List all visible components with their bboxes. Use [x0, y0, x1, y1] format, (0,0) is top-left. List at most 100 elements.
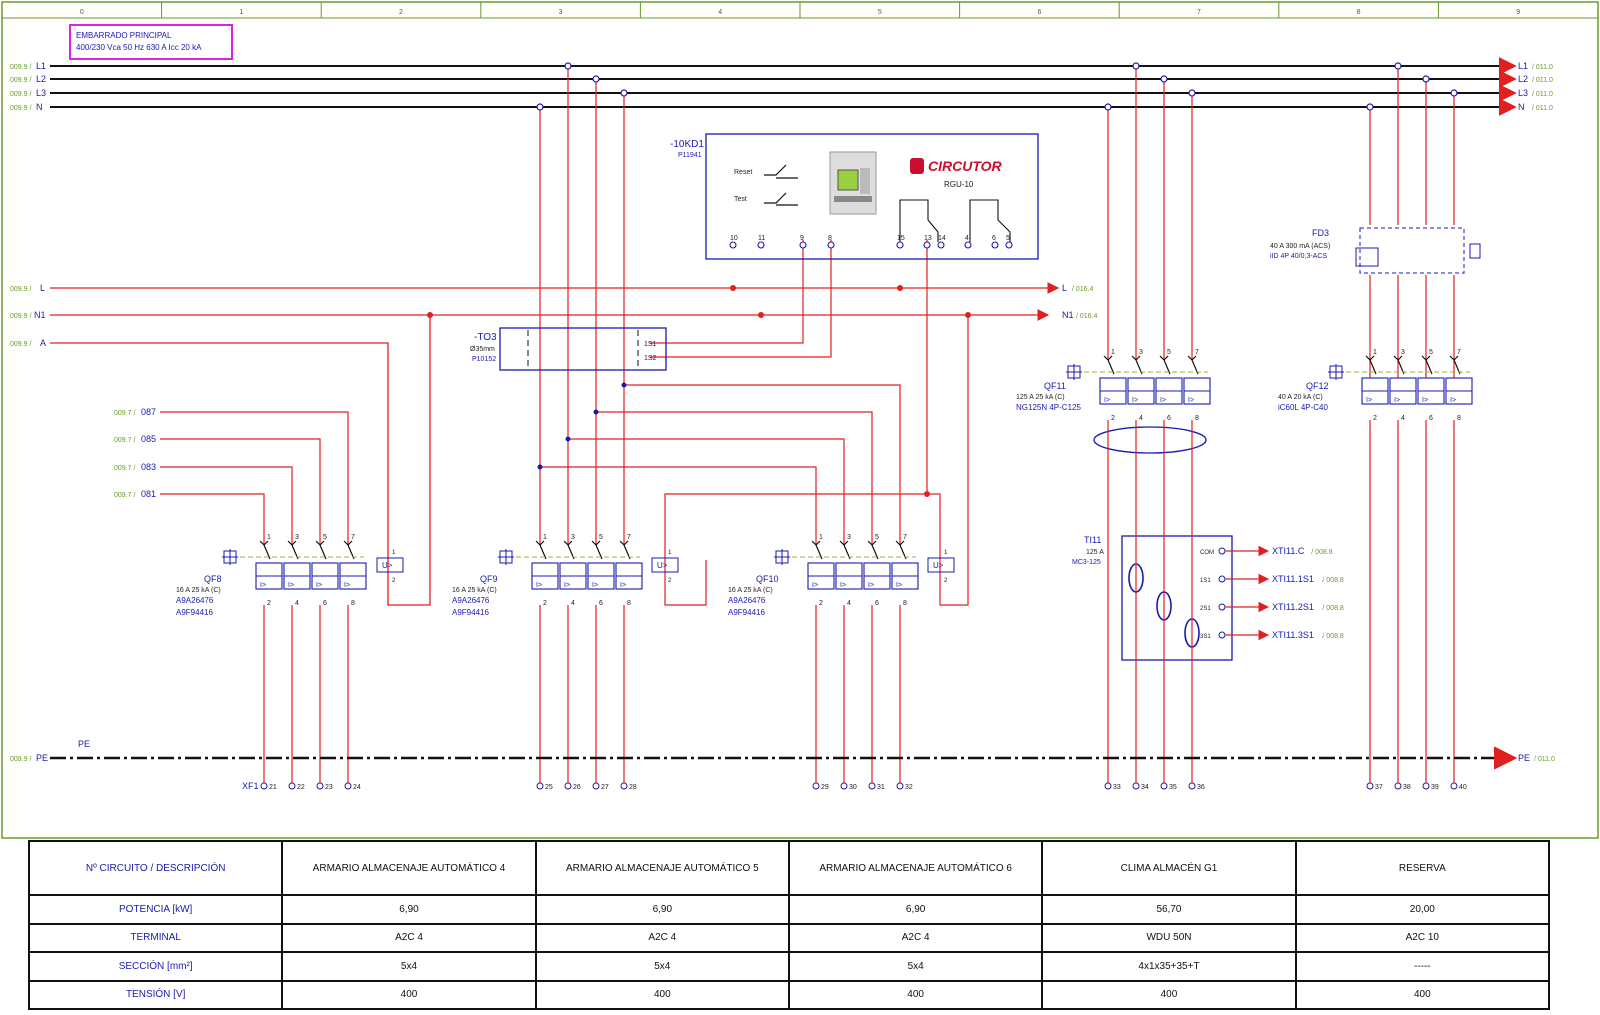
pole-number: 1 [543, 534, 547, 541]
pole-number: 7 [1195, 349, 1199, 356]
pole-number: 5 [1167, 349, 1171, 356]
svg-text:009.9 /: 009.9 / [10, 105, 31, 112]
svg-text:L3: L3 [1518, 88, 1528, 98]
terminal [1160, 782, 1168, 790]
svg-text:I>: I> [1394, 397, 1400, 404]
busbar-note: EMBARRADO PRINCIPAL 400/230 Vca 50 Hz 63… [69, 24, 233, 60]
svg-text:I>: I> [1160, 397, 1166, 404]
svg-text:/ 016.4: / 016.4 [1076, 313, 1098, 320]
breaker-rating: 16 A 25 kA (C) [176, 587, 221, 594]
circuit-table: Nº CIRCUITO / DESCRIPCIÓN ARMARIO ALMACE… [27, 840, 1551, 1010]
relay-device-image [829, 151, 877, 215]
svg-text:PE: PE [36, 753, 48, 763]
column-number: 9 [1516, 9, 1520, 16]
busbar-taps [536, 62, 1458, 111]
pole-number: 4 [1401, 415, 1405, 422]
svg-text:I>: I> [260, 582, 266, 589]
terminal-number: 39 [1431, 784, 1439, 791]
terminal-number: 36 [1197, 784, 1205, 791]
terminal-number: 28 [629, 784, 637, 791]
svg-text:1: 1 [392, 550, 396, 556]
breaker-ref: A9A26476 [728, 596, 766, 605]
control-line-l: 009.9 / L L / 016.4 [10, 282, 1094, 294]
svg-text:L: L [40, 283, 45, 293]
busbar-n: 009.9 / N N / 011.0 [10, 98, 1553, 116]
column-number: 0 [80, 9, 84, 16]
breaker-rating: 16 A 25 kA (C) [452, 587, 497, 594]
svg-text:087: 087 [141, 407, 156, 417]
svg-text:I>: I> [1188, 397, 1194, 404]
terminal [1450, 782, 1458, 790]
busbar-l3: 009.9 / L3 L3 / 011.0 [10, 84, 1553, 102]
terminal-number: 35 [1169, 784, 1177, 791]
column-number: 8 [1357, 9, 1361, 16]
table-cell: 4x1x35+35+T [1041, 951, 1297, 982]
table-cell: POTENCIA [kW] [27, 894, 284, 925]
table-cell: 400 [787, 979, 1044, 1010]
table-cell: 6,90 [787, 894, 1044, 925]
relay-terminal [757, 241, 765, 249]
terminal-number: 26 [573, 784, 581, 791]
table-row: POTENCIA [kW] 6,90 6,90 6,90 56,70 20,00 [27, 894, 1551, 925]
svg-text:I>: I> [288, 582, 294, 589]
column-number: 4 [718, 9, 722, 16]
relay-rgu10: -10KD1 P11941 Reset Test CIRCUTOR RGU-10… [670, 133, 1039, 260]
feeders [539, 66, 1455, 606]
table-cell: ARMARIO ALMACENAJE AUTOMÁTICO 5 [534, 840, 790, 896]
terminal-number: 22 [297, 784, 305, 791]
circutor-logo: CIRCUTOR [910, 158, 1003, 174]
svg-text:-TO3: -TO3 [474, 332, 497, 343]
svg-text:/ 011.0: / 011.0 [1532, 77, 1553, 84]
svg-text:L2: L2 [1518, 74, 1528, 84]
pole-number: 7 [627, 534, 631, 541]
breaker-ref: A9F94416 [176, 608, 213, 617]
terminal-number: 23 [325, 784, 333, 791]
column-number: 7 [1197, 9, 1201, 16]
pole-number: 3 [571, 534, 575, 541]
terminal-number: 38 [1403, 784, 1411, 791]
signal-inputs: 009.7 / 087 009.7 / 085 009.7 / 083 009.… [114, 407, 349, 545]
svg-text:I>: I> [1366, 397, 1372, 404]
pole-number: 3 [295, 534, 299, 541]
svg-text:I>: I> [1132, 397, 1138, 404]
terminal [812, 782, 820, 790]
svg-text:009.9 /: 009.9 / [10, 77, 31, 84]
control-line-a: 009.9 / A [10, 315, 431, 606]
svg-text:1S2: 1S2 [644, 355, 657, 362]
svg-text:40 A 300 mA (ACS): 40 A 300 mA (ACS) [1270, 243, 1330, 250]
relay-terminal-label: 15 [897, 235, 905, 242]
rcd-fd3: FD3 40 A 300 mA (ACS) iID 4P 40/0,3-ACS [1270, 227, 1481, 274]
relay-terminal-label: 9 [800, 235, 804, 242]
pole-number: 4 [295, 600, 299, 607]
breaker-tag: QF8 [204, 574, 222, 584]
ct-output-ref: / 008.8 [1311, 549, 1333, 556]
terminal-number: 24 [353, 784, 361, 791]
terminal [564, 782, 572, 790]
column-number: 3 [559, 9, 563, 16]
column-number: 5 [878, 9, 882, 16]
svg-text:L1: L1 [36, 61, 46, 71]
pole-number: 3 [847, 534, 851, 541]
pole-number: 5 [323, 534, 327, 541]
terminal-number: 25 [545, 784, 553, 791]
svg-text:L: L [1062, 283, 1067, 293]
svg-text:P10152: P10152 [472, 356, 496, 363]
pole-number: 7 [351, 534, 355, 541]
table-cell: ----- [1294, 951, 1551, 982]
svg-text:TI11: TI11 [1084, 535, 1101, 545]
svg-text:EMBARRADO PRINCIPAL: EMBARRADO PRINCIPAL [76, 31, 172, 40]
terminal [1104, 782, 1112, 790]
relay-terminal [964, 241, 972, 249]
ct-output-name: XTI11.C [1272, 546, 1305, 556]
svg-text:009.7 /: 009.7 / [114, 492, 135, 499]
pole-number: 8 [351, 600, 355, 607]
table-cell: A2C 4 [787, 922, 1044, 953]
svg-text:I>: I> [316, 582, 322, 589]
table-cell: 5x4 [534, 951, 790, 982]
terminal [868, 782, 876, 790]
terminal [1422, 782, 1430, 790]
pole-number: 6 [1429, 415, 1433, 422]
